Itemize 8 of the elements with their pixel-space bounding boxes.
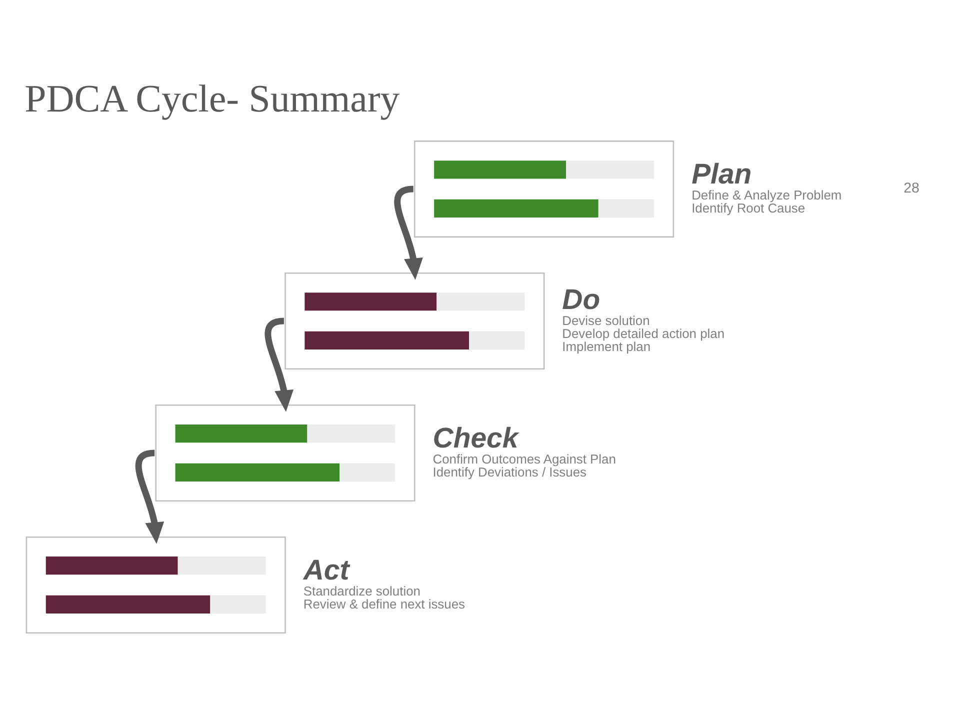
diagram-title: PDCA Cycle- Summary [24, 76, 400, 120]
arrow [264, 317, 294, 412]
label: 28 [904, 180, 920, 196]
node-label: Develop detailed action plan [562, 325, 725, 340]
node-label: Implement plan [562, 338, 651, 354]
arrow [394, 185, 423, 280]
node-label: Review & define next issues [303, 596, 465, 611]
arrow [135, 449, 164, 544]
